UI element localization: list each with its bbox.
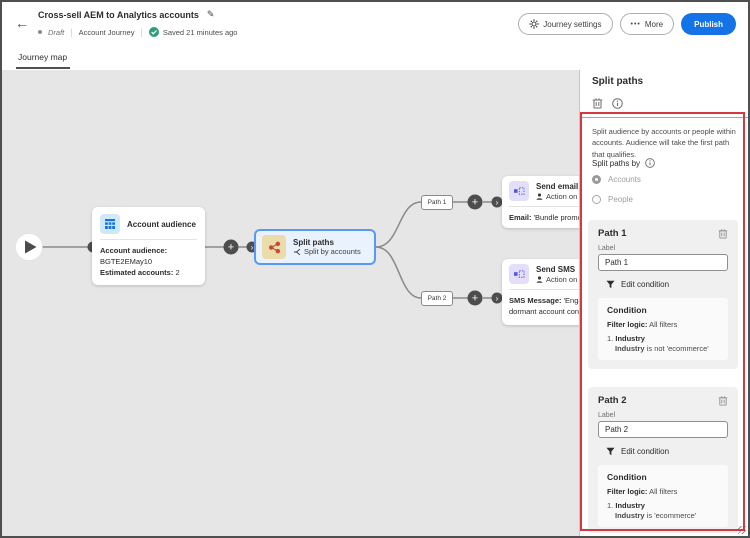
status-badge: Draft <box>48 27 65 37</box>
person-icon <box>536 275 543 283</box>
journey-settings-button[interactable]: Journey settings <box>518 13 613 35</box>
split-by-icon <box>294 248 301 255</box>
back-button[interactable]: ← <box>12 13 32 33</box>
publish-button[interactable]: Publish <box>681 13 736 35</box>
path2-card: Path 2 Label Edit condition Conditi <box>588 387 738 533</box>
header: ← Cross-sell AEM to Analytics accounts ✎… <box>2 2 748 46</box>
path1-wire-label: Path 1 <box>421 195 453 210</box>
svg-text:›: › <box>496 198 499 207</box>
journey-canvas[interactable]: + + + › › › › <box>2 70 579 536</box>
path1-title: Path 1 <box>598 228 627 239</box>
split-paths-node[interactable]: Split paths Split by accounts <box>254 229 376 265</box>
tab-underline <box>16 66 70 69</box>
info-icon[interactable] <box>612 97 623 109</box>
condition-summary: Condition Filter logic: All filters 1. I… <box>598 465 728 527</box>
panel-title: Split paths <box>592 76 644 87</box>
action-icon <box>509 181 529 201</box>
edit-condition-button[interactable]: Edit condition <box>606 280 728 289</box>
path1-card: Path 1 Label Edit condition Conditi <box>588 220 738 369</box>
radio-accounts[interactable] <box>592 175 601 184</box>
path2-label-input[interactable] <box>598 421 728 438</box>
play-button[interactable] <box>15 233 43 261</box>
more-dots-icon: ••• <box>630 20 641 28</box>
node-title: Split paths <box>293 238 334 247</box>
panel-description: Split audience by accounts or people wit… <box>592 127 736 159</box>
send-sms-node[interactable]: Send SMS Action on p SMS Message: 'Engag… <box>502 259 579 325</box>
path2-title: Path 2 <box>598 395 627 406</box>
svg-text:+: + <box>228 242 234 254</box>
estimated-value: 2 <box>175 268 180 277</box>
action-icon <box>509 264 529 284</box>
add-node-button[interactable]: + <box>467 290 483 306</box>
filter-funnel-icon <box>606 447 615 456</box>
label-field-caption: Label <box>598 245 616 252</box>
panel-divider <box>580 117 748 118</box>
delete-path-icon[interactable] <box>718 228 728 239</box>
account-audience-node[interactable]: Account audience Account audience: BGTE2… <box>92 207 205 285</box>
add-node-button[interactable]: + <box>223 239 239 255</box>
email-detail-value: 'Bundle promo <box>533 213 579 222</box>
condition-summary: Condition Filter logic: All filters 1. I… <box>598 298 728 360</box>
svg-text:›: › <box>251 243 254 252</box>
split-paths-panel: Split paths Split audience by accounts o… <box>579 70 748 536</box>
estimated-label: Estimated accounts: <box>100 268 174 277</box>
saved-check-icon <box>148 27 159 37</box>
radio-people-label: People <box>608 195 633 204</box>
tab-journey-map[interactable]: Journey map <box>18 52 68 62</box>
delete-icon[interactable] <box>592 97 603 109</box>
node-title: Send email <box>536 181 579 191</box>
radio-accounts-label: Accounts <box>608 175 641 184</box>
svg-text:+: + <box>472 197 478 209</box>
action-text: Action on p <box>546 191 579 201</box>
journey-meta: Draft | Account Journey | Saved 21 minut… <box>38 27 237 37</box>
connector-wires: + + + › › › › <box>15 194 503 306</box>
label-field-caption: Label <box>598 412 616 419</box>
split-by-label: Split paths by <box>592 158 641 168</box>
audience-label: Account audience: <box>100 246 168 255</box>
journey-type-label: Account Journey <box>78 27 135 37</box>
radio-people[interactable] <box>592 195 601 204</box>
node-title: Account audience <box>127 219 196 229</box>
page-title: Cross-sell AEM to Analytics accounts <box>38 9 199 20</box>
split-share-icon <box>262 235 286 259</box>
tab-bar: Journey map <box>2 46 748 70</box>
action-text: Action on p <box>546 274 579 284</box>
add-node-button[interactable]: + <box>467 194 483 210</box>
delete-path-icon[interactable] <box>718 395 728 406</box>
sms-detail-line2: dormant account con <box>509 307 579 316</box>
path1-label-input[interactable] <box>598 254 728 271</box>
send-email-node[interactable]: Send email Action on p Email: 'Bundle pr… <box>502 176 579 228</box>
panel-resize-handle[interactable] <box>738 526 746 534</box>
sms-detail-value: 'Engag <box>563 296 579 305</box>
sms-detail-label: SMS Message: <box>509 296 562 305</box>
audience-value: BGTE2EMay10 <box>100 257 153 266</box>
edit-condition-button[interactable]: Edit condition <box>606 447 728 456</box>
path2-wire-label: Path 2 <box>421 291 453 306</box>
saved-status: Saved 21 minutes ago <box>148 27 237 37</box>
audience-grid-icon <box>100 214 120 234</box>
filter-funnel-icon <box>606 280 615 289</box>
email-detail-label: Email: <box>509 213 532 222</box>
more-button[interactable]: ••• More <box>619 13 675 35</box>
person-icon <box>536 192 543 200</box>
status-dot-icon <box>38 30 42 34</box>
svg-text:+: + <box>472 293 478 305</box>
split-subtitle: Split by accounts <box>304 247 361 256</box>
svg-text:›: › <box>496 294 499 303</box>
info-icon[interactable] <box>645 158 655 168</box>
gear-icon <box>529 19 540 29</box>
node-title: Send SMS <box>536 264 576 274</box>
edit-title-icon[interactable]: ✎ <box>206 9 215 19</box>
